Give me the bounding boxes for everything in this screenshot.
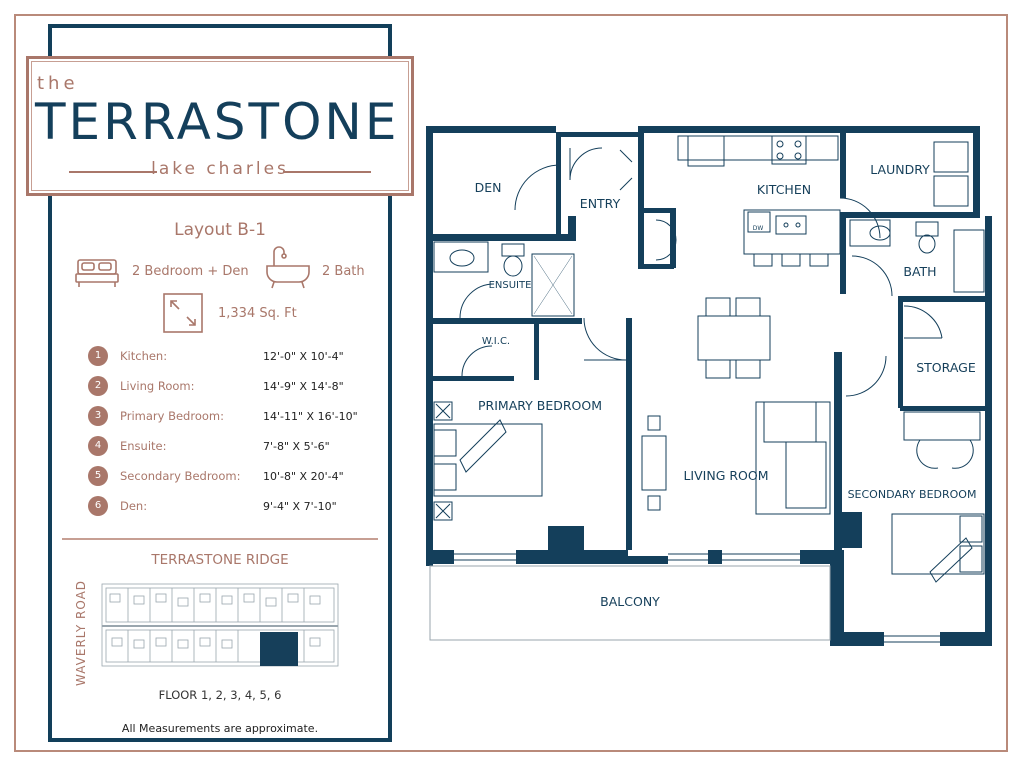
room-dimension: 10'-8" X 20'-4": [263, 470, 344, 483]
room-number-badge: 6: [88, 496, 108, 516]
baths-stat: 2 Bath: [322, 264, 365, 279]
logo-inner-border: [31, 61, 409, 191]
floor-list: FLOOR 1, 2, 3, 4, 5, 6: [158, 688, 282, 702]
room-number-badge: 5: [88, 466, 108, 486]
room-dimension: 7'-8" X 5'-6": [263, 440, 330, 453]
room-dimension: 14'-11" X 16'-10": [263, 410, 358, 423]
room-row: 1 Kitchen: 12'-0" X 10'-4": [88, 346, 378, 368]
logo-rule-left: [69, 171, 157, 173]
room-name: Ensuite:: [120, 439, 167, 453]
label-laundry: LAUNDRY: [870, 162, 930, 177]
label-den: DEN: [475, 180, 502, 195]
room-row: 3 Primary Bedroom: 14'-11" X 16'-10": [88, 406, 378, 428]
logo-name: TERRASTONE: [35, 93, 400, 151]
room-row: 5 Secondary Bedroom: 10'-8" X 20'-4": [88, 466, 378, 488]
bathtub-icon: [266, 246, 310, 289]
room-row: 6 Den: 9'-4" X 7'-10": [88, 496, 378, 518]
room-name: Kitchen:: [120, 349, 168, 363]
room-dimension: 14'-9" X 14'-8": [263, 380, 344, 393]
label-primary-bedroom: PRIMARY BEDROOM: [478, 398, 602, 413]
label-balcony: BALCONY: [600, 594, 660, 609]
label-bath: BATH: [903, 264, 936, 279]
exterior-walls: [426, 126, 992, 646]
room-name: Secondary Bedroom:: [120, 469, 241, 483]
room-number-badge: 3: [88, 406, 108, 426]
road-label: WAVERLY ROAD: [74, 579, 88, 686]
room-dimension: 9'-4" X 7'-10": [263, 500, 337, 513]
section-divider: [62, 538, 378, 540]
label-dishwasher: DW: [753, 225, 764, 232]
label-kitchen: KITCHEN: [757, 182, 811, 197]
outer-frame: [14, 14, 1008, 752]
measurement-note: All Measurements are approximate.: [121, 722, 319, 735]
room-number-badge: 2: [88, 376, 108, 396]
room-number-badge: 1: [88, 346, 108, 366]
bed-icon: [75, 259, 119, 287]
room-name: Living Room:: [120, 379, 195, 393]
highlighted-unit: [260, 632, 298, 666]
room-row: 2 Living Room: 14'-9" X 14'-8": [88, 376, 378, 398]
logo-location: lake charles: [151, 159, 289, 179]
label-storage: STORAGE: [916, 360, 976, 375]
layout-title: Layout B-1: [174, 220, 266, 240]
room-dimension: 12'-0" X 10'-4": [263, 350, 344, 363]
bedrooms-stat: 2 Bedroom + Den: [132, 264, 249, 279]
fixtures: [429, 135, 985, 643]
room-name: Den:: [120, 499, 148, 513]
logo-prefix: the: [37, 73, 79, 94]
label-secondary-bedroom: SECONDARY BEDROOM: [848, 488, 977, 501]
room-row: 4 Ensuite: 7'-8" X 5'-6": [88, 436, 378, 458]
label-entry: ENTRY: [580, 196, 621, 211]
site-title: TERRASTONE RIDGE: [151, 552, 289, 568]
logo: the TERRASTONE lake charles: [26, 56, 414, 196]
floor-plan: DEN ENTRY KITCHEN LAUNDRY BATH STORAGE P…: [426, 126, 992, 646]
logo-rule-right: [283, 171, 371, 173]
room-name: Primary Bedroom:: [120, 409, 224, 423]
area-stat: 1,334 Sq. Ft: [218, 306, 297, 321]
site-key-plan: [101, 583, 339, 667]
label-living-room: LIVING ROOM: [683, 468, 768, 483]
label-ensuite: ENSUITE: [489, 280, 532, 291]
label-wic: W.I.C.: [482, 336, 510, 347]
room-number-badge: 4: [88, 436, 108, 456]
area-icon: [163, 293, 203, 333]
